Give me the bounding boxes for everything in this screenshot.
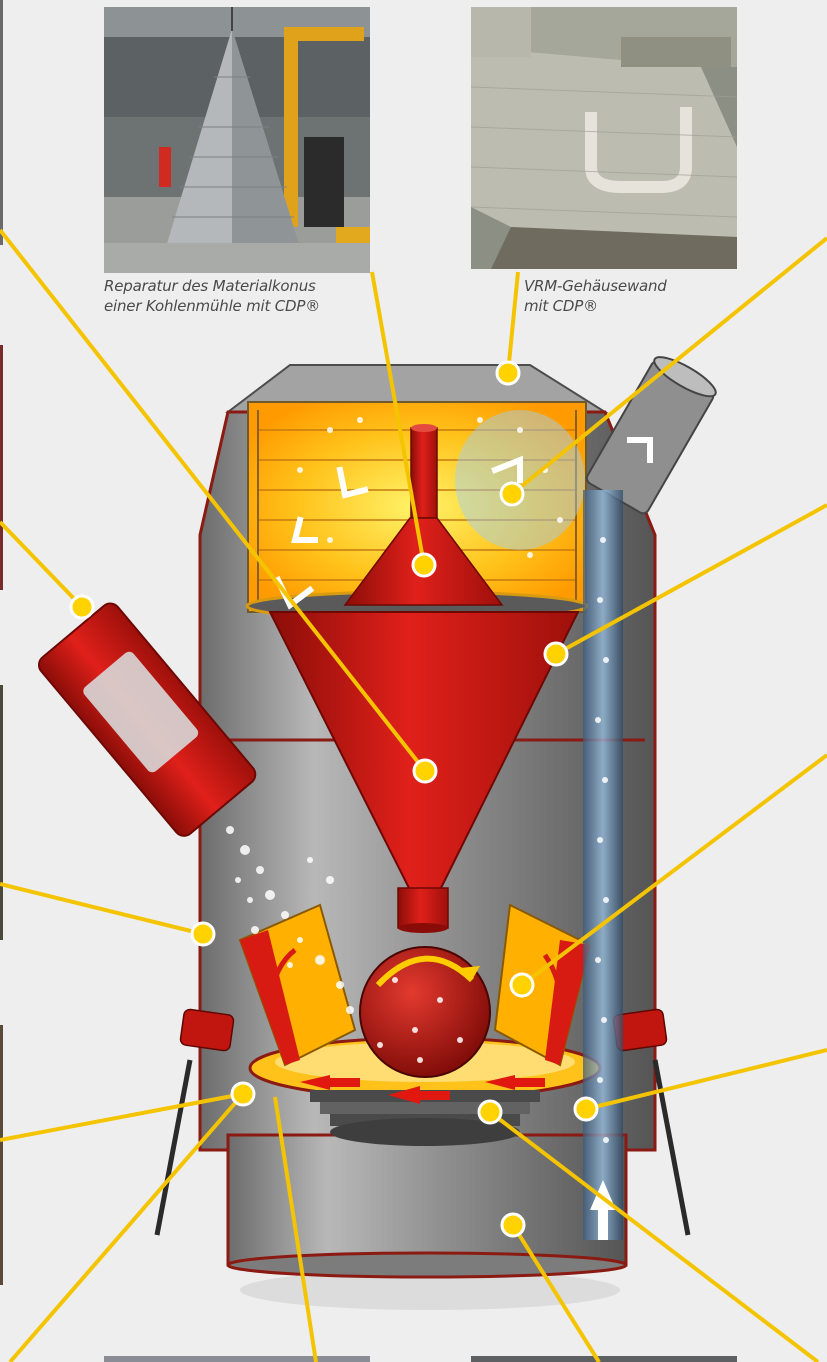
diagram-stage: Reparatur des Materialkonus einer Kohlen…: [0, 0, 827, 1362]
vertical-roller-mill-diagram: [0, 0, 827, 1362]
